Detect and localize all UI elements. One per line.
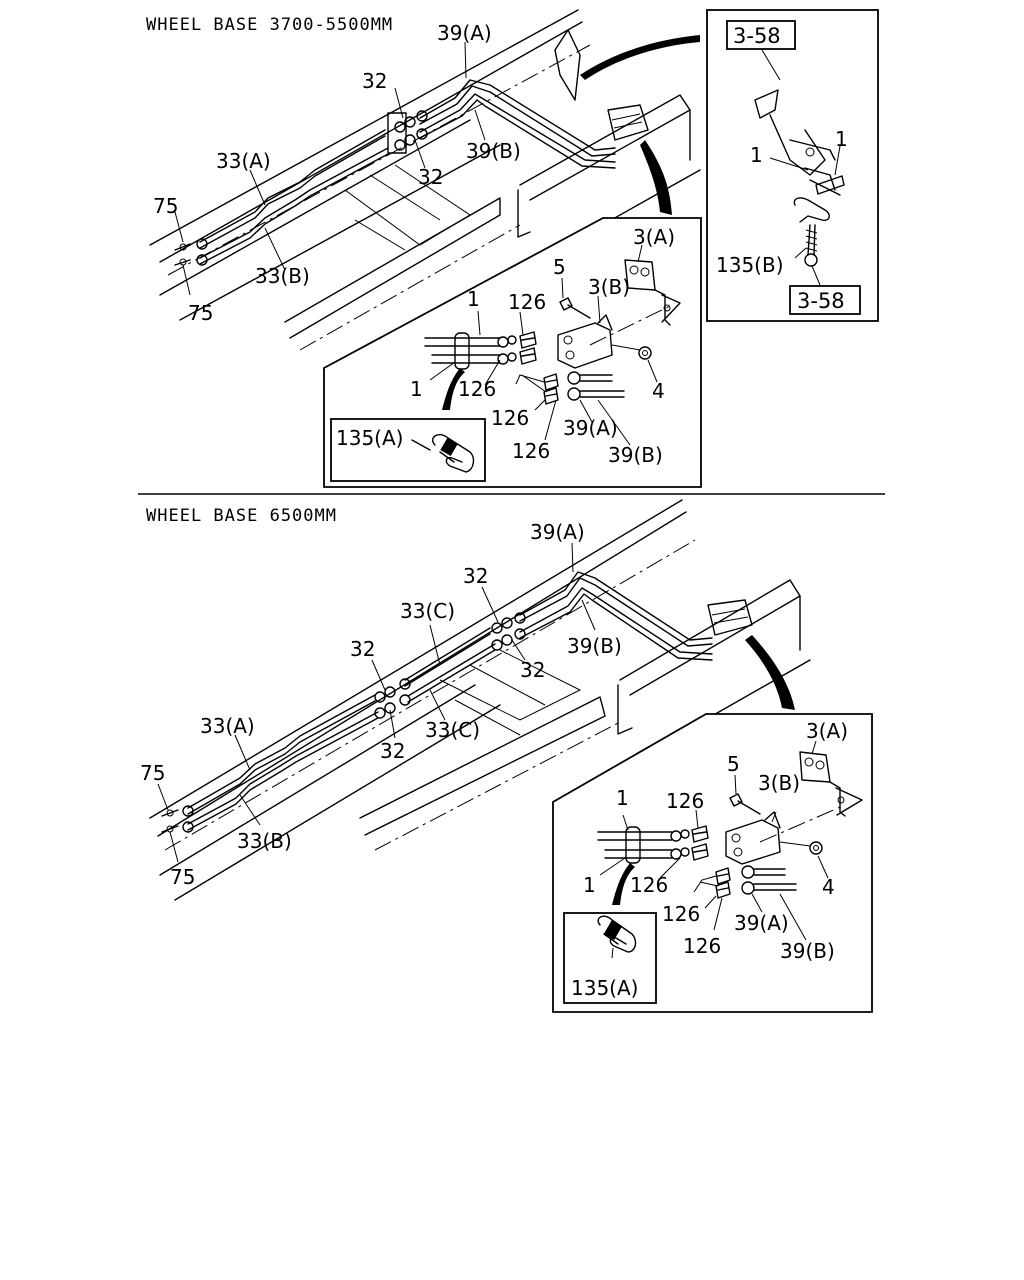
end-connector-75 (174, 238, 208, 266)
label-33c: 33(C) (425, 718, 480, 742)
label-4: 4 (652, 379, 665, 403)
brake-pipe-33b (199, 147, 389, 265)
label-126: 126 (630, 873, 668, 897)
label-4: 4 (822, 875, 835, 899)
label-39b: 39(B) (608, 443, 663, 467)
inset-detail: 3(A) 5 3(B) 1 126 1 126 4 126 39(A) 126 … (323, 217, 702, 488)
label-39b: 39(B) (466, 139, 521, 163)
brake-pipe-39b (519, 587, 713, 661)
label-1: 1 (835, 127, 848, 151)
bracket-assembly (607, 104, 649, 141)
section-header: WHEEL BASE 3700-5500MM (146, 15, 393, 35)
label-3b: 3(B) (758, 771, 800, 795)
label-135a: 135(A) (571, 976, 638, 1000)
callout-arrow (745, 635, 795, 710)
section-header: WHEEL BASE 6500MM (146, 506, 337, 526)
label-3b: 3(B) (588, 275, 630, 299)
label-32: 32 (380, 739, 405, 763)
inset-detail: 3(A) 5 3(B) 1 126 1 126 4 126 39(A) 126 … (552, 713, 873, 1013)
brake-pipe-33a (199, 129, 386, 249)
label-126: 126 (508, 290, 546, 314)
label-32: 32 (362, 69, 387, 93)
label-39a: 39(A) (437, 21, 492, 45)
label-126: 126 (666, 789, 704, 813)
ref-3-58: 3-58 (733, 24, 781, 48)
label-33a: 33(A) (216, 149, 271, 173)
label-75: 75 (140, 761, 165, 785)
label-1: 1 (583, 873, 596, 897)
label-126: 126 (512, 439, 550, 463)
brake-pipe-33c (404, 627, 496, 703)
joint-connector-32 (374, 612, 526, 719)
label-1: 1 (467, 287, 480, 311)
label-3a: 3(A) (806, 719, 848, 743)
brake-pipe-39a (419, 79, 616, 157)
label-135b: 135(B) (716, 253, 784, 277)
ref-3-58: 3-58 (797, 289, 845, 313)
label-39a: 39(A) (563, 416, 618, 440)
callout-arrow (640, 140, 672, 215)
label-126: 126 (491, 406, 529, 430)
label-39b: 39(B) (780, 939, 835, 963)
label-32: 32 (463, 564, 488, 588)
label-33a: 33(A) (200, 714, 255, 738)
label-32: 32 (418, 165, 443, 189)
label-39b: 39(B) (567, 634, 622, 658)
label-75: 75 (153, 194, 178, 218)
detail-clip-135b: 3-58 3-58 1 1 135(B) (706, 9, 879, 322)
brake-pipe-39a (519, 571, 713, 647)
frame-rail (149, 9, 701, 351)
brake-pipe-39b (419, 93, 616, 169)
label-39a: 39(A) (530, 520, 585, 544)
label-75: 75 (170, 865, 195, 889)
leader-lines (174, 41, 486, 296)
label-32: 32 (350, 637, 375, 661)
label-32: 32 (520, 658, 545, 682)
label-33b: 33(B) (237, 829, 292, 853)
label-126: 126 (662, 902, 700, 926)
label-33b: 33(B) (255, 264, 310, 288)
callout-arrow (580, 35, 700, 80)
label-1: 1 (410, 377, 423, 401)
brake-pipe-33b (187, 711, 379, 831)
section-wheelbase-3700-5500: WHEEL BASE 3700-5500MM (146, 9, 879, 488)
label-3a: 3(A) (633, 225, 675, 249)
label-5: 5 (553, 255, 566, 279)
label-1: 1 (616, 786, 629, 810)
section-wheelbase-6500: WHEEL BASE 6500MM (140, 499, 873, 1013)
end-connector-75 (161, 805, 194, 833)
label-39a: 39(A) (734, 911, 789, 935)
joint-connector-32 (387, 110, 428, 154)
label-1: 1 (750, 143, 763, 167)
label-33c: 33(C) (400, 599, 455, 623)
leader-lines (157, 542, 596, 863)
bracket-assembly (707, 599, 753, 636)
brake-pipe-33a (187, 694, 376, 815)
label-75: 75 (188, 301, 213, 325)
label-126: 126 (683, 934, 721, 958)
label-5: 5 (727, 752, 740, 776)
frame-rail (149, 499, 811, 901)
label-126: 126 (458, 377, 496, 401)
label-135a: 135(A) (336, 426, 403, 450)
